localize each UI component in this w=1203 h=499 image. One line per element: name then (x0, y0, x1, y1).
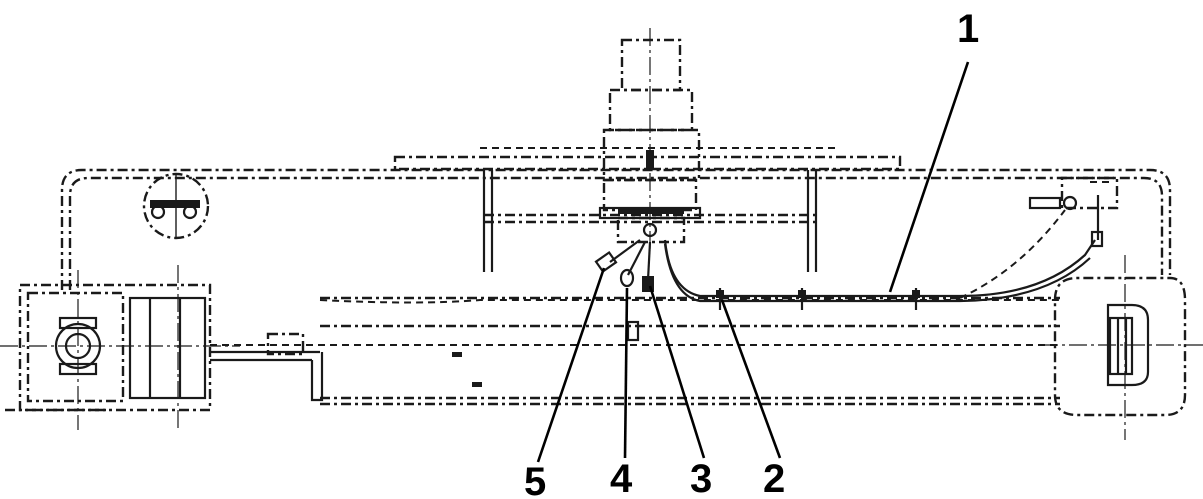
left-gauge (142, 172, 210, 240)
central-motor (598, 28, 702, 250)
leader-lines (536, 61, 970, 463)
callout-2: 2 (763, 457, 785, 499)
callout-5: 5 (524, 460, 546, 499)
mark (452, 352, 462, 357)
cable-harness (663, 209, 1096, 310)
right-wheel-unit (1040, 255, 1203, 440)
frame-outline (60, 168, 1172, 406)
left-wheel-unit (0, 265, 324, 430)
callout-3: 3 (690, 457, 712, 499)
connector-plugs (594, 239, 654, 342)
callout-1: 1 (957, 7, 979, 51)
right-sensor (1028, 176, 1119, 248)
callout-4: 4 (610, 457, 633, 499)
mark (472, 382, 482, 387)
